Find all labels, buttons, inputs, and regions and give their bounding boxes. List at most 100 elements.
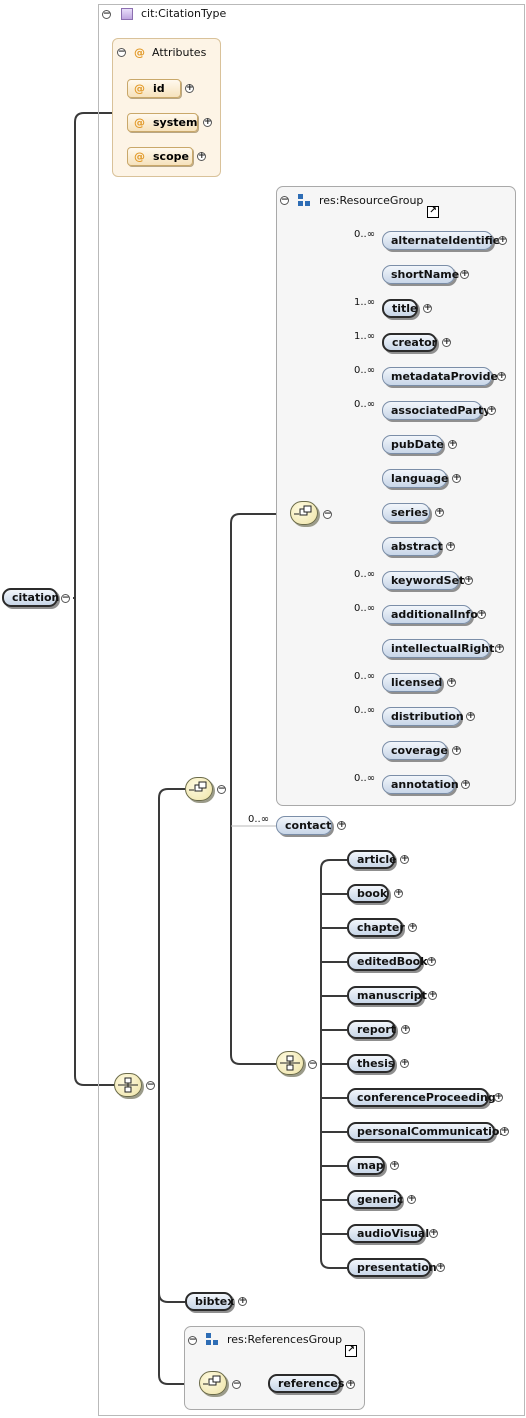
expand-icon[interactable]: +: [423, 303, 432, 313]
resource-group-header: res:ResourceGroup: [298, 194, 423, 207]
element-alternateidentifier[interactable]: alternateIdentifier: [382, 231, 506, 250]
element-pubdate[interactable]: pubDate: [382, 435, 444, 454]
expand-icon[interactable]: +: [460, 269, 469, 279]
element-licensed[interactable]: licensed: [382, 673, 442, 692]
expand-icon[interactable]: +: [407, 1194, 416, 1204]
element-citation[interactable]: citation: [2, 588, 59, 607]
expand-icon[interactable]: +: [400, 854, 409, 864]
expand-icon[interactable]: +: [466, 711, 475, 721]
element-thesis[interactable]: thesis: [347, 1054, 395, 1073]
element-label: abstract: [391, 540, 443, 553]
element-label: references: [278, 1377, 345, 1390]
element-bibtex[interactable]: bibtex: [185, 1292, 234, 1311]
expand-icon[interactable]: +: [394, 888, 403, 898]
element-editedbook[interactable]: editedBook: [347, 952, 428, 971]
expand-icon[interactable]: +: [448, 439, 457, 449]
expand-icon[interactable]: +: [436, 1262, 445, 1272]
collapse-icon[interactable]: −: [117, 47, 126, 57]
element-label: licensed: [391, 676, 443, 689]
collapse-icon[interactable]: −: [217, 784, 226, 794]
expand-icon[interactable]: +: [452, 745, 461, 755]
expand-icon[interactable]: +: [497, 371, 506, 381]
expand-icon[interactable]: +: [498, 235, 507, 245]
external-link-icon[interactable]: ↗: [427, 206, 439, 218]
element-abstract[interactable]: abstract: [382, 537, 443, 556]
expand-icon[interactable]: +: [401, 1024, 410, 1034]
expand-icon[interactable]: +: [461, 779, 470, 789]
element-references[interactable]: references: [268, 1374, 345, 1393]
expand-icon[interactable]: +: [337, 820, 346, 830]
expand-icon[interactable]: +: [446, 541, 455, 551]
element-label: editedBook: [357, 955, 428, 968]
element-generic[interactable]: generic: [347, 1190, 403, 1209]
external-link-icon[interactable]: ↗: [345, 1345, 357, 1357]
attribute-id[interactable]: @id: [127, 79, 181, 98]
element-additionalinfo[interactable]: additionalInfo: [382, 605, 478, 624]
element-label: map: [357, 1159, 384, 1172]
expand-icon[interactable]: +: [238, 1296, 247, 1306]
element-book[interactable]: book: [347, 884, 389, 903]
sequence-compositor[interactable]: [199, 1371, 227, 1395]
element-annotation[interactable]: annotation: [382, 775, 459, 794]
collapse-icon[interactable]: −: [308, 1059, 317, 1069]
expand-icon[interactable]: +: [427, 956, 436, 966]
element-presentation[interactable]: presentation: [347, 1258, 437, 1277]
group-icon: [206, 1333, 219, 1346]
element-intellectualrights[interactable]: intellectualRights: [382, 639, 501, 658]
element-manuscript[interactable]: manuscript: [347, 986, 427, 1005]
choice-compositor[interactable]: [276, 1051, 304, 1075]
collapse-icon[interactable]: −: [61, 593, 70, 603]
element-article[interactable]: article: [347, 850, 397, 869]
element-report[interactable]: report: [347, 1020, 396, 1039]
sequence-compositor[interactable]: [114, 1073, 142, 1097]
element-associatedparty[interactable]: associatedParty: [382, 401, 490, 420]
expand-icon[interactable]: +: [428, 990, 437, 1000]
collapse-icon[interactable]: −: [188, 1335, 197, 1345]
expand-icon[interactable]: +: [435, 507, 444, 517]
expand-icon[interactable]: +: [429, 1228, 438, 1238]
element-label: audioVisual: [357, 1227, 430, 1240]
collapse-icon[interactable]: −: [232, 1379, 241, 1389]
attribute-system[interactable]: @system: [127, 113, 198, 132]
expand-icon[interactable]: +: [452, 473, 461, 483]
element-language[interactable]: language: [382, 469, 449, 488]
element-title[interactable]: title: [382, 299, 418, 318]
complex-type-icon: [121, 7, 133, 20]
attribute-scope[interactable]: @scope: [127, 147, 193, 166]
expand-icon[interactable]: +: [500, 1126, 509, 1136]
sequence-compositor[interactable]: [185, 777, 213, 801]
collapse-icon[interactable]: −: [280, 195, 289, 205]
element-conferenceproceedings[interactable]: conferenceProceedings: [347, 1088, 502, 1107]
expand-icon[interactable]: +: [203, 117, 212, 127]
expand-icon[interactable]: +: [442, 337, 451, 347]
element-contact[interactable]: contact: [276, 816, 332, 835]
expand-icon[interactable]: +: [487, 405, 496, 415]
sequence-compositor[interactable]: [290, 501, 318, 525]
expand-icon[interactable]: +: [447, 677, 456, 687]
expand-icon[interactable]: +: [408, 922, 417, 932]
element-keywordset[interactable]: keywordSet: [382, 571, 464, 590]
element-personalcommunication[interactable]: personalCommunication: [347, 1122, 507, 1141]
expand-icon[interactable]: +: [346, 1379, 355, 1389]
element-metadataprovider[interactable]: metadataProvider: [382, 367, 503, 386]
element-shortname[interactable]: shortName: [382, 265, 459, 284]
element-series[interactable]: series: [382, 503, 430, 522]
expand-icon[interactable]: +: [495, 643, 504, 653]
expand-icon[interactable]: +: [494, 1092, 503, 1102]
expand-icon[interactable]: +: [197, 151, 206, 161]
expand-icon[interactable]: +: [464, 575, 473, 585]
expand-icon[interactable]: +: [185, 83, 194, 93]
expand-icon[interactable]: +: [477, 609, 486, 619]
occurrence-label: 0..∞: [354, 705, 376, 716]
element-creator[interactable]: creator: [382, 333, 437, 352]
collapse-icon[interactable]: −: [146, 1080, 155, 1090]
element-coverage[interactable]: coverage: [382, 741, 448, 760]
element-distribution[interactable]: distribution: [382, 707, 464, 726]
collapse-icon[interactable]: −: [102, 9, 111, 19]
element-chapter[interactable]: chapter: [347, 918, 405, 937]
collapse-icon[interactable]: −: [323, 509, 332, 519]
element-audiovisual[interactable]: audioVisual: [347, 1224, 429, 1243]
element-map[interactable]: map: [347, 1156, 385, 1175]
expand-icon[interactable]: +: [390, 1160, 399, 1170]
expand-icon[interactable]: +: [400, 1058, 409, 1068]
